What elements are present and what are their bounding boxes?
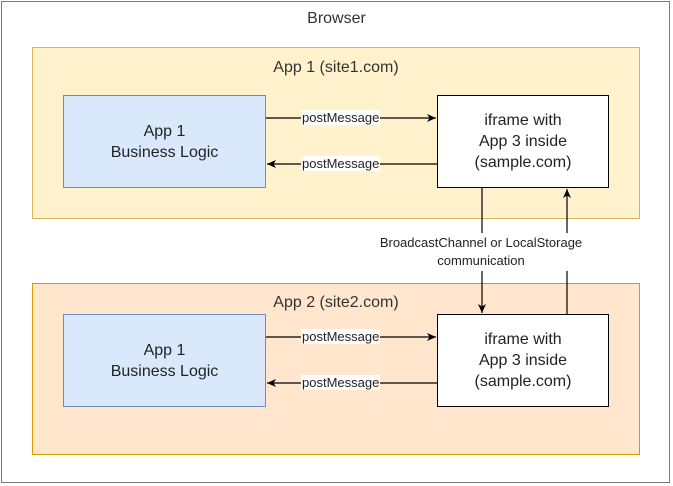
channel-label: BroadcastChannel or LocalStorage communi…: [347, 233, 615, 271]
channel-label-line2: communication: [437, 253, 525, 268]
app1-edge-to-iframe-label: postMessage: [301, 110, 381, 125]
app1-iframe-line2: App 3 inside: [478, 133, 568, 150]
app1-logic-line2: Business Logic: [110, 143, 219, 161]
app2-edge-from-iframe-label: postMessage: [301, 375, 381, 390]
app1-title: App 1 (site1.com): [273, 59, 399, 76]
app2-business-logic-box: App 1 Business Logic: [63, 314, 266, 407]
app1-logic-line1: App 1: [143, 122, 186, 140]
app2-iframe-line3: (sample.com): [474, 373, 572, 390]
app1-iframe-line3: (sample.com): [474, 154, 572, 171]
app2-iframe-line2: App 3 inside: [478, 352, 568, 369]
app2-iframe-line1: iframe with: [484, 331, 562, 348]
app2-title: App 2 (site2.com): [273, 294, 399, 311]
app2-edge-to-iframe-label: postMessage: [301, 329, 381, 344]
app2-iframe-box: iframe with App 3 inside (sample.com): [437, 314, 609, 407]
browser-title: Browser: [307, 10, 366, 27]
channel-label-line1: BroadcastChannel or LocalStorage: [379, 235, 583, 250]
app1-iframe-line1: iframe with: [484, 112, 562, 129]
app1-iframe-box: iframe with App 3 inside (sample.com): [437, 95, 609, 188]
app1-business-logic-box: App 1 Business Logic: [63, 95, 266, 188]
app2-logic-line1: App 1: [143, 341, 186, 359]
app2-logic-line2: Business Logic: [110, 362, 219, 380]
app1-edge-from-iframe-label: postMessage: [301, 156, 381, 171]
